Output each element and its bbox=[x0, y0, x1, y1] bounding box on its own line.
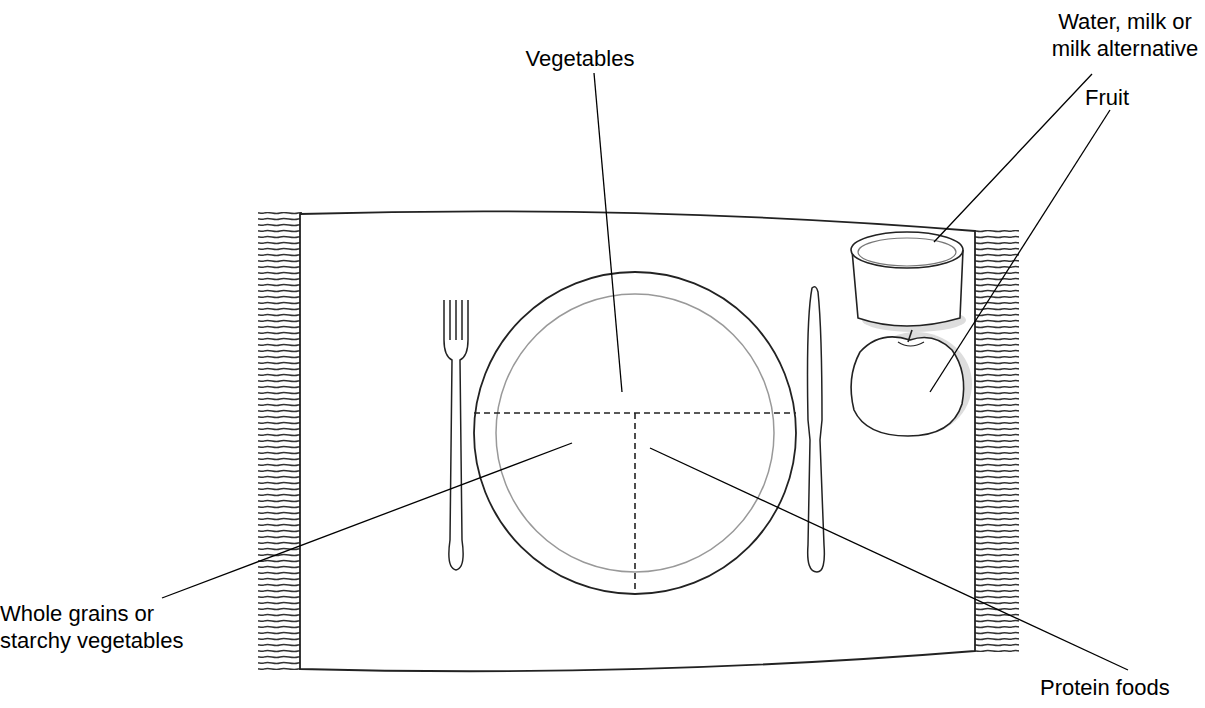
divider bbox=[634, 413, 636, 594]
fringe bbox=[973, 230, 1019, 652]
placemat bbox=[300, 211, 975, 671]
callout-label: Protein foods bbox=[1040, 674, 1200, 701]
leader-line bbox=[162, 73, 1128, 670]
fork bbox=[444, 300, 468, 570]
fringe bbox=[258, 212, 302, 670]
callout-label: Water, milk or milk alternative bbox=[1040, 8, 1205, 62]
callout-label: Whole grains or starchy vegetables bbox=[0, 600, 210, 654]
plate bbox=[474, 272, 796, 594]
apple bbox=[851, 330, 972, 436]
glass bbox=[851, 232, 966, 332]
knife bbox=[808, 287, 825, 572]
callout-label: Vegetables bbox=[480, 45, 680, 72]
callout-label: Fruit bbox=[1085, 84, 1175, 111]
